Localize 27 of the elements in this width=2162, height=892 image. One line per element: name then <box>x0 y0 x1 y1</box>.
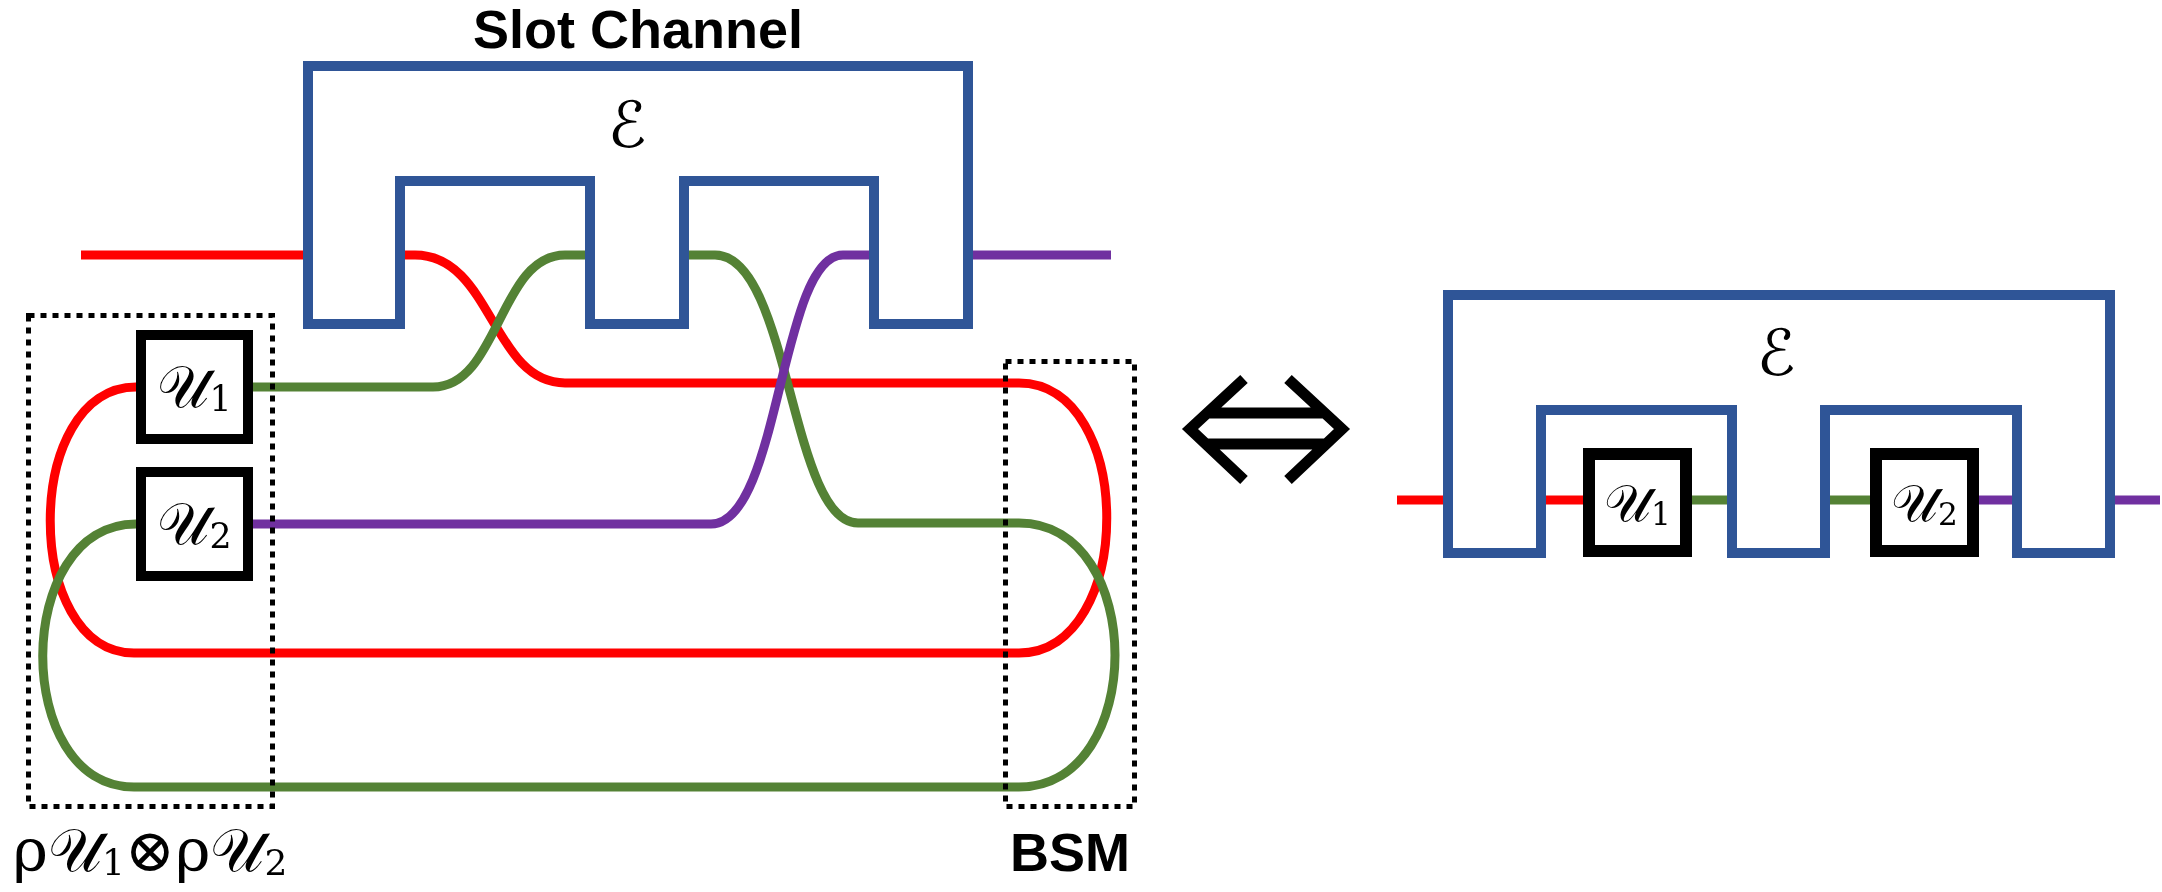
wire <box>1397 495 1443 505</box>
operator-label: 𝒰$_{1}$ <box>1604 476 1671 529</box>
wire <box>1692 495 1727 505</box>
measurement-label: BSM <box>1010 825 1130 879</box>
operator-label: 𝒰$_{2}$ <box>1891 476 1958 529</box>
operator-label: 𝒰$_{1}$ <box>157 358 232 416</box>
operator-label: 𝒰$_{2}$ <box>157 495 232 553</box>
wire <box>1979 495 2012 505</box>
wire <box>38 519 1003 792</box>
wire <box>1830 495 1870 505</box>
operator-box <box>1583 448 1692 557</box>
channel-symbol: ℰ <box>607 93 647 157</box>
channel-title: Slot Channel <box>473 2 803 56</box>
operator-box <box>136 330 253 444</box>
wire <box>689 250 1120 792</box>
operator-box <box>136 467 253 581</box>
channel-symbol: ℰ <box>1756 321 1796 385</box>
operator-box <box>1870 448 1979 557</box>
wire <box>253 250 869 529</box>
wire <box>973 250 1111 260</box>
wire <box>46 382 1003 658</box>
wire <box>81 250 303 260</box>
wire <box>253 250 585 392</box>
channel-comb <box>1443 290 2115 558</box>
wire <box>1546 495 1583 505</box>
wire <box>2115 495 2160 505</box>
wire <box>404 250 1111 658</box>
